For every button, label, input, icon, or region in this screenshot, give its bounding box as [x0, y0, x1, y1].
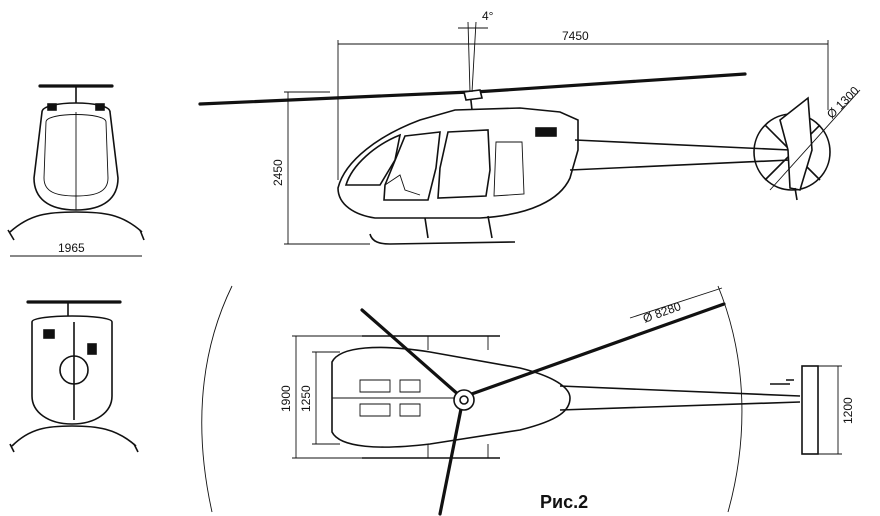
tail-skid: [794, 187, 798, 201]
front-skid-gear: [9, 211, 143, 233]
dim-rotor-diameter-line: [629, 287, 723, 319]
figure-caption: Рис.2: [540, 492, 588, 512]
top-tail-boom-lower: [559, 401, 801, 411]
rear-intake-right: [87, 343, 97, 355]
dim-tail-rotor-diameter: Ø 1300: [824, 83, 862, 121]
top-tail-boom-upper: [559, 385, 801, 397]
rear-skid-right: [133, 443, 139, 453]
top-blade-upper-left: [360, 308, 462, 398]
rotor-hub: [463, 89, 483, 101]
rear-window: [493, 141, 525, 197]
dim-skid-gauge: 1900: [279, 385, 293, 412]
dim-cabin-width: 1250: [299, 385, 313, 412]
top-rotor-hub-inner: [459, 395, 469, 405]
dim-cabin-width-ext: [312, 351, 340, 445]
landing-skid: [369, 233, 516, 245]
top-view: Ø 8280 1900 1250 1200: [201, 285, 855, 516]
dim-skid-gauge-ext: [292, 335, 362, 459]
rear-view: [9, 300, 139, 453]
dim-height: 2450: [271, 159, 285, 186]
skid-strut-rear: [487, 215, 493, 239]
dim-length: 7450: [562, 29, 589, 43]
engine-intake: [535, 127, 557, 137]
dim-stabilizer-ext: [818, 365, 842, 455]
top-rotor-hub: [453, 389, 475, 411]
skid-strut-front: [424, 217, 429, 239]
tail-boom-upper: [574, 139, 791, 151]
top-skid-crosstubes: [427, 336, 489, 458]
pilot-figure: [384, 174, 421, 196]
top-blade-upper-right: [464, 302, 726, 398]
tail-boom-lower: [569, 159, 791, 171]
dim-skid-width: 1965: [58, 241, 85, 255]
front-skid-left: [7, 229, 15, 241]
rear-skid-left: [9, 443, 15, 453]
rotor-disc-arc-right: [717, 285, 743, 513]
front-skid-right: [139, 229, 145, 241]
vertical-fin: [779, 96, 813, 191]
front-intake-left: [47, 103, 57, 111]
main-rotor-blade-left: [198, 90, 472, 106]
dim-rotor-tilt: 4°: [482, 9, 494, 23]
rear-fuselage: [31, 315, 113, 425]
rear-skid-gear: [11, 425, 137, 447]
top-tail-rotor: [770, 379, 794, 385]
rotor-disc-arc-left: [201, 285, 233, 513]
rear-intake-left: [43, 329, 55, 339]
dim-tail-diameter-line: [769, 89, 861, 191]
side-view: 4° 7450 Ø 1300 2450: [198, 9, 862, 245]
front-view: 1965: [7, 84, 145, 257]
dim-stabilizer-span: 1200: [841, 397, 855, 424]
top-stabilizer: [801, 365, 819, 455]
top-cabin-seats: [359, 379, 421, 417]
front-window: [344, 133, 402, 186]
main-rotor-blade-right: [473, 72, 747, 94]
dim-tilt-lines: [458, 21, 488, 93]
front-intake-right: [95, 103, 105, 111]
top-blade-lower: [438, 402, 464, 516]
cabin-window: [437, 129, 491, 199]
top-fuselage: [331, 346, 571, 448]
